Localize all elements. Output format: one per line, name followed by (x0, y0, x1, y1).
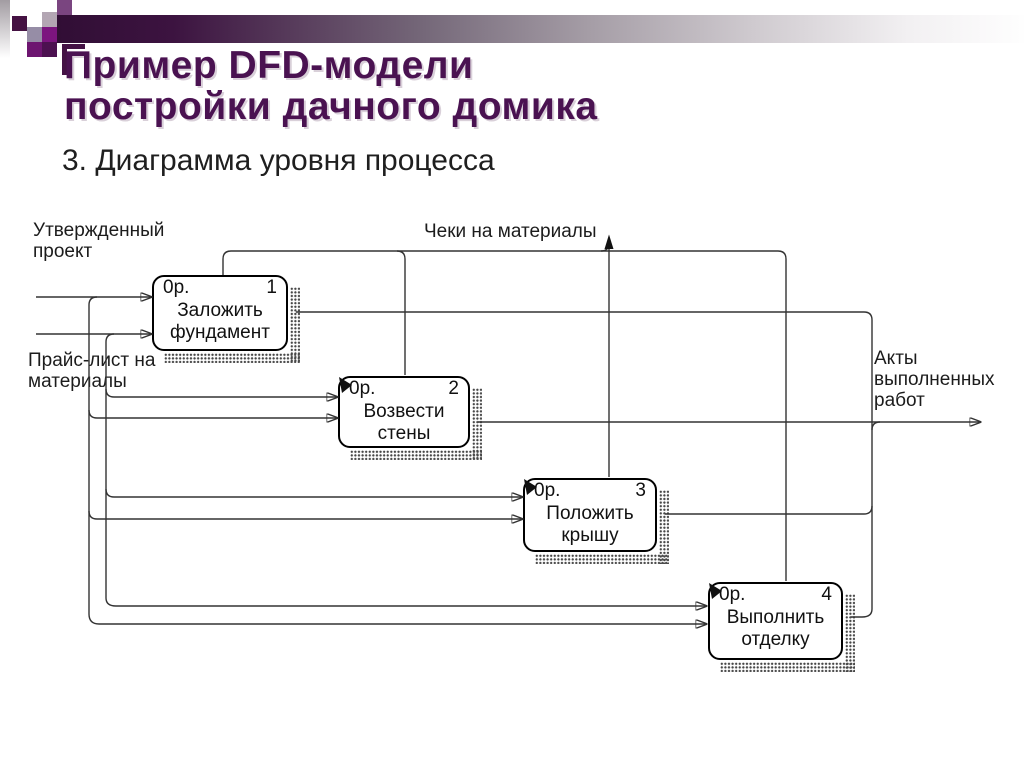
process-cost: 0р. (163, 277, 190, 298)
process-name-line: Возвести (363, 401, 445, 422)
flow-junction-arc (871, 421, 881, 431)
process-number: 1 (266, 277, 277, 298)
process-name-line: Положить (546, 503, 634, 524)
process-cost: 0р. (719, 584, 746, 605)
box-shadow (164, 353, 300, 363)
label-line: Утвержденный (33, 220, 165, 241)
process-name-line: Выполнить (726, 607, 825, 628)
process-name: Заложить фундамент (154, 300, 286, 344)
slide-subtitle: 3. Диаграмма уровня процесса (62, 144, 495, 177)
process-box-4: 0р. 4 Выполнить отделку (708, 582, 843, 660)
accent-square (27, 42, 42, 57)
process-box-1: 0р. 1 Заложить фундамент (152, 275, 288, 351)
label-line: материалы (28, 371, 127, 392)
accent-corner-shape (62, 44, 85, 75)
flow-junction-arc (600, 242, 610, 252)
box-shadow (350, 450, 482, 460)
label-receipts: Чеки на материалы (424, 221, 597, 242)
slide-title-line2: постройки дачного домика (64, 85, 598, 128)
label-approved-project: Утвержденный проект (33, 220, 164, 262)
accent-square (57, 0, 72, 15)
process-number: 3 (635, 480, 646, 501)
process-name-line: отделку (741, 629, 810, 650)
label-line: Прайс-лист на (28, 350, 156, 371)
process-box-2: 0р. 2 Возвести стены (338, 376, 470, 448)
process-head: 0р. 1 (154, 277, 286, 298)
left-gradient-strip (0, 0, 10, 58)
flow-p4-top-riser (777, 250, 787, 581)
box-shadow (659, 490, 669, 564)
process-name-line: крышу (561, 525, 619, 546)
process-head: 0р. 4 (710, 584, 841, 605)
process-number: 2 (448, 378, 459, 399)
label-line: проект (33, 241, 93, 262)
process-name-line: стены (377, 423, 431, 444)
accent-square (27, 27, 42, 42)
flow-p2-top-riser (396, 250, 406, 375)
flow-junction-arc (105, 488, 115, 498)
header-gradient-bar (57, 15, 1024, 43)
box-shadow (845, 594, 855, 672)
label-acts: Акты выполненных работ (874, 348, 994, 411)
process-name: Положить крышу (525, 503, 655, 547)
accent-square (42, 27, 57, 42)
process-name-line: фундамент (170, 322, 270, 343)
receipts-up-arrowhead (604, 234, 614, 249)
flow-branch-vertical-1 (88, 296, 100, 625)
box-shadow (290, 287, 300, 363)
flow-junction-arc (88, 510, 98, 520)
flow-junction-arc (88, 409, 98, 419)
accent-square (42, 42, 57, 57)
process-number: 4 (821, 584, 832, 605)
box-shadow (535, 554, 669, 564)
process-head: 0р. 3 (525, 480, 655, 501)
flow-p3-output (665, 505, 873, 515)
accent-square (12, 16, 27, 31)
label-price-list: Прайс-лист на материалы (28, 350, 155, 392)
slide-title-line1: Пример DFD-модели (64, 44, 474, 87)
accent-square (42, 12, 57, 27)
flow-outputs-collector (296, 311, 873, 618)
process-head: 0р. 2 (340, 378, 468, 399)
box-shadow (720, 662, 855, 672)
process-cost: 0р. (349, 378, 376, 399)
process-name-line: Заложить (177, 300, 263, 321)
process-box-3: 0р. 3 Положить крышу (523, 478, 657, 552)
label-line: выполненных (874, 369, 995, 390)
process-name: Выполнить отделку (710, 607, 841, 651)
label-line: Акты (874, 348, 918, 369)
process-name: Возвести стены (340, 401, 468, 445)
process-cost: 0р. (534, 480, 561, 501)
label-line: работ (874, 390, 925, 411)
slide-title: Пример DFD-модели постройки дачного доми… (64, 45, 598, 127)
flow-p1-top-riser (222, 250, 232, 275)
